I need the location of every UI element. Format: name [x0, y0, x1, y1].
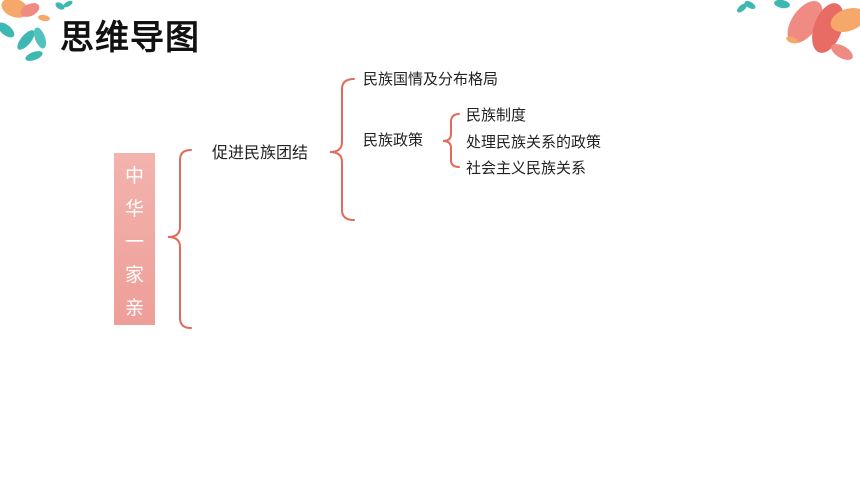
bracket-root — [167, 149, 192, 329]
root-char-4: 家 — [124, 264, 144, 286]
root-char-1: 中 — [124, 165, 144, 187]
root-char-2: 华 — [124, 198, 144, 220]
node-ethnic-policy: 民族政策 — [363, 131, 424, 149]
node-ethnic-system: 民族制度 — [466, 106, 527, 124]
root-char-5: 亲 — [124, 297, 144, 319]
root-node: 中 华 一 家 亲 — [114, 153, 155, 325]
root-char-3: 一 — [124, 231, 144, 253]
node-socialist-ethnic-relations: 社会主义民族关系 — [466, 159, 587, 177]
node-ethnic-relations-policy: 处理民族关系的政策 — [466, 133, 602, 151]
page-title: 思维导图 — [60, 18, 200, 58]
floral-decoration-top-left — [0, 0, 73, 61]
bracket-level2 — [442, 113, 460, 168]
node-national-conditions: 民族国情及分布格局 — [363, 70, 499, 88]
node-promote-ethnic-unity: 促进民族团结 — [212, 143, 309, 162]
floral-decoration-top-right — [737, 0, 860, 60]
bracket-level1 — [329, 78, 355, 221]
